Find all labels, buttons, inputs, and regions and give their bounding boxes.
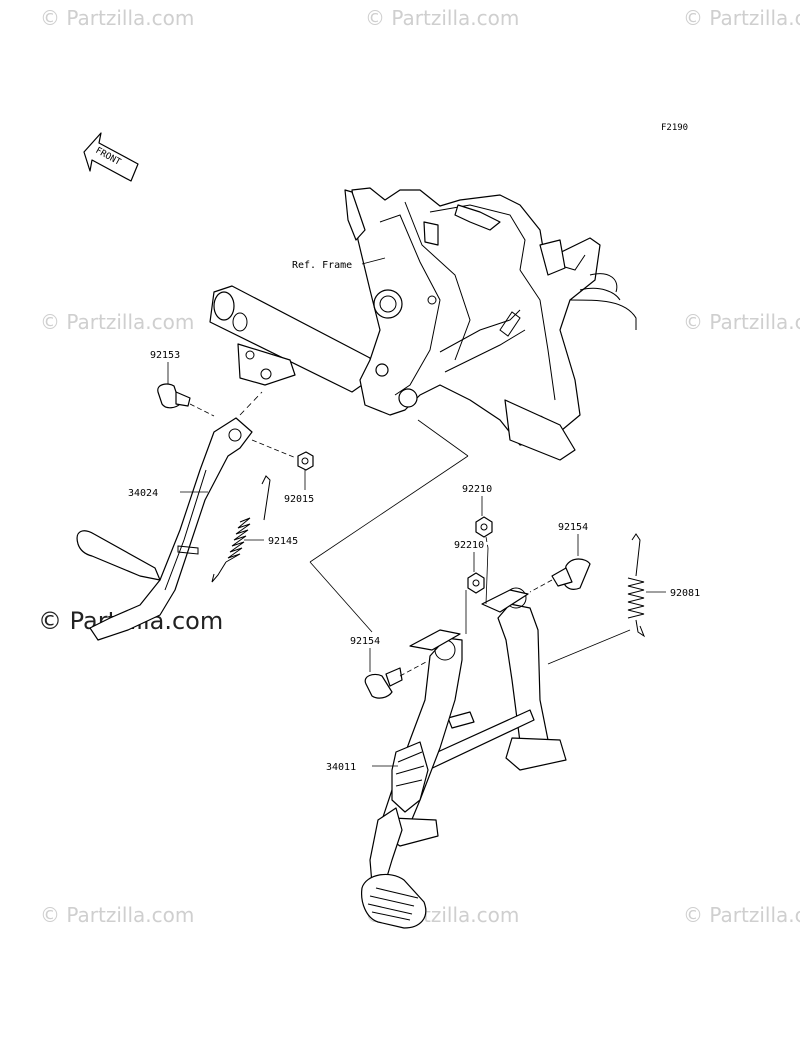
front-arrow-icon: FRONT — [83, 132, 139, 182]
part-label-92081: 92081 — [670, 588, 700, 599]
bolt-92154-left — [364, 661, 427, 699]
part-label-92154-left: 92154 — [350, 636, 380, 647]
nut-92210-lower — [467, 572, 485, 594]
watermark: © Partzilla.com — [683, 903, 800, 927]
part-label-92210-lower: 92210 — [454, 540, 484, 551]
part-label-92145: 92145 — [268, 536, 298, 547]
watermark: © Partzilla.com — [683, 310, 800, 334]
watermark: © Partzilla.com — [40, 6, 195, 30]
part-label-92154-right: 92154 — [558, 522, 588, 533]
watermark: © Partzilla.com — [365, 6, 520, 30]
nut-92015 — [251, 439, 314, 471]
part-label-34011: 34011 — [326, 762, 356, 773]
watermark: © Partzilla.com — [683, 6, 800, 30]
frame-drawing — [209, 187, 637, 461]
part-label-92153: 92153 — [150, 350, 180, 361]
side-stand — [76, 417, 253, 641]
figure-code: F2190 — [661, 123, 688, 133]
nut-92210-upper — [475, 516, 493, 549]
watermark: © Partzilla.com — [40, 903, 195, 927]
ref-frame-label: Ref. Frame — [292, 260, 352, 271]
part-label-92015: 92015 — [284, 494, 314, 505]
part-label-92210-upper: 92210 — [462, 484, 492, 495]
spring-92145 — [211, 475, 271, 583]
center-stand — [361, 587, 567, 929]
bolt-92153 — [157, 383, 215, 417]
bolt-92154-right — [529, 558, 591, 593]
watermark: © Partzilla.com — [40, 310, 195, 334]
spring-92081 — [547, 533, 646, 665]
part-label-34024: 34024 — [128, 488, 158, 499]
